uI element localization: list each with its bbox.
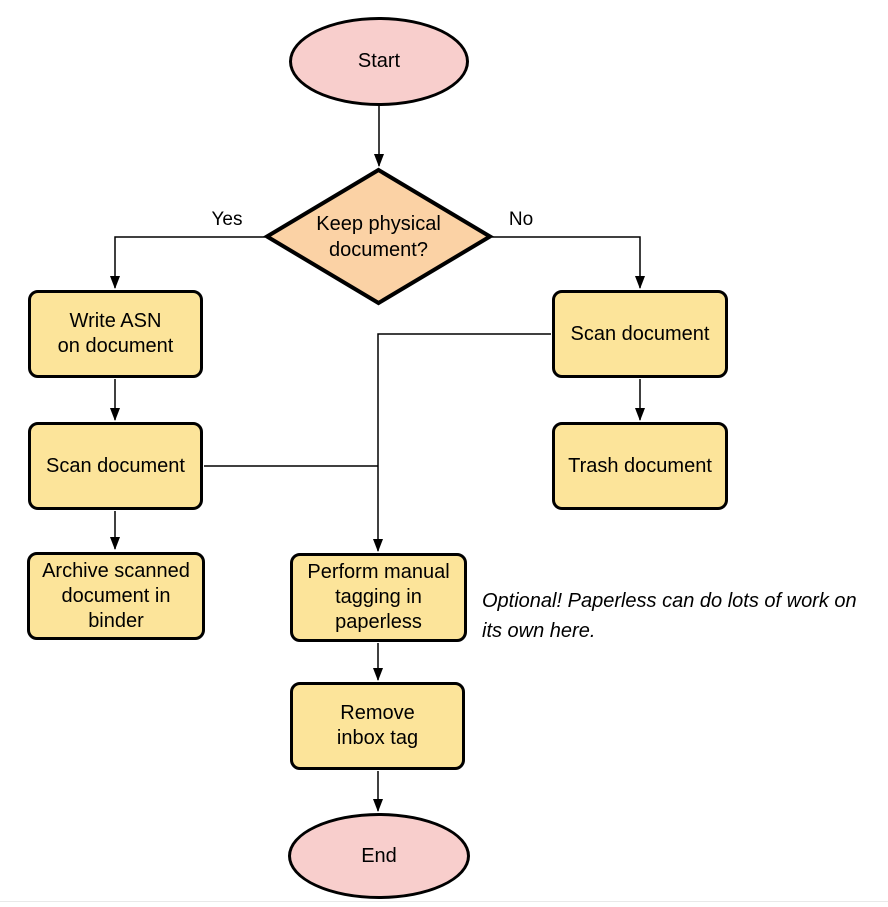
- node-trash-document-label: Trash document: [568, 454, 712, 477]
- edge-scan-right-to-tagging: [373, 333, 551, 552]
- node-remove-inbox-tag: Remove inbox tag: [290, 682, 465, 770]
- node-archive-binder-label: Archive scanned document in binder: [42, 559, 190, 632]
- edge-label-no: No: [508, 209, 534, 230]
- node-manual-tagging: Perform manual tagging in paperless: [290, 553, 467, 642]
- node-decision-label: Keep physical document?: [316, 212, 441, 261]
- node-scan-document-left: Scan document: [28, 422, 203, 510]
- node-end: End: [288, 813, 470, 899]
- node-write-asn: Write ASN on document: [28, 290, 203, 378]
- node-archive-binder: Archive scanned document in binder: [27, 552, 205, 640]
- node-end-label: End: [361, 844, 397, 867]
- decision-shape: [263, 167, 494, 306]
- node-scan-document-right-label: Scan document: [570, 322, 710, 345]
- node-write-asn-label: Write ASN on document: [57, 310, 174, 357]
- edge-decision-yes-to-write-asn: [110, 236, 265, 289]
- page-bottom-border: [0, 901, 888, 902]
- node-start: Start: [289, 17, 469, 106]
- node-remove-inbox-tag-label: Remove inbox tag: [336, 702, 419, 749]
- node-manual-tagging-label: Perform manual tagging in paperless: [307, 561, 450, 633]
- node-scan-document-right: Scan document: [552, 290, 728, 378]
- node-start-label: Start: [357, 50, 401, 72]
- node-scan-document-left-label: Scan document: [46, 454, 185, 477]
- edge-decision-no-to-scan-right: [492, 236, 645, 289]
- node-trash-document: Trash document: [552, 422, 728, 510]
- edge-label-yes: Yes: [211, 209, 243, 230]
- annotation-optional-paperless: Optional! Paperless can do lots of work …: [482, 590, 857, 642]
